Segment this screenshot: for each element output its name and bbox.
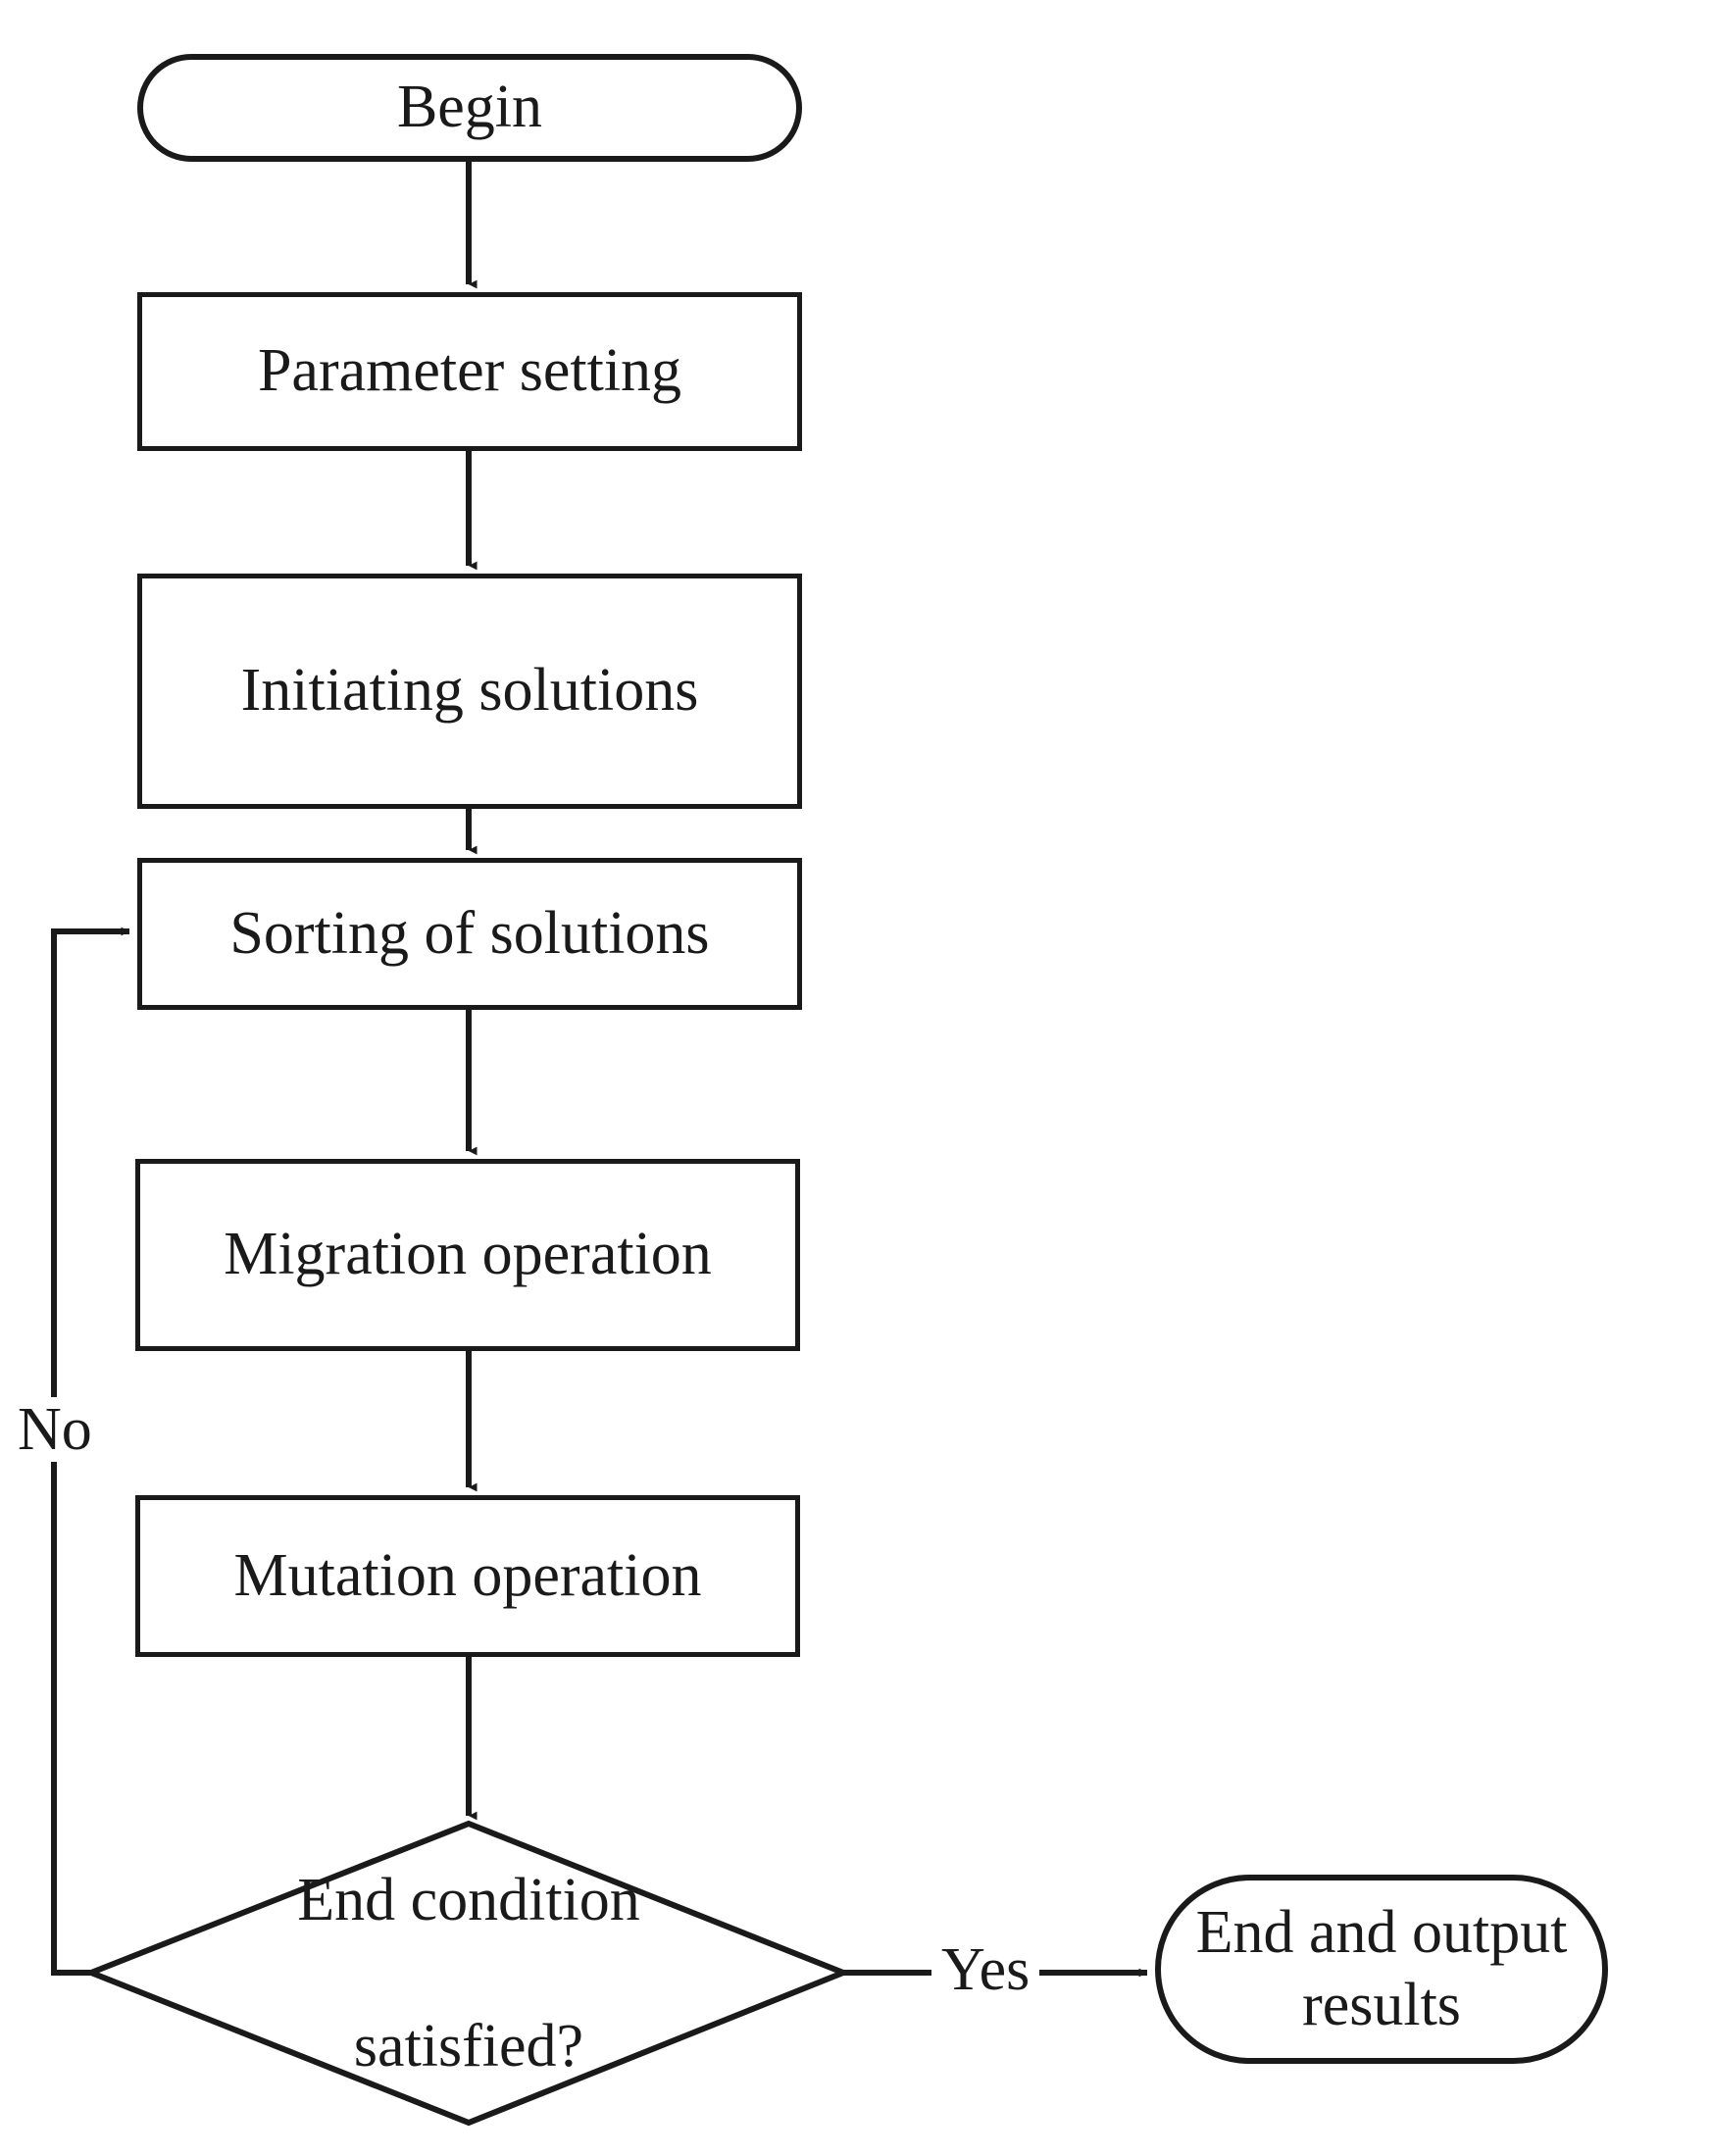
node-end-condition-decision-line1: End condition xyxy=(297,1866,640,1933)
node-initiating-solutions[interactable]: Initiating solutions xyxy=(137,574,802,809)
node-mutation-operation[interactable]: Mutation operation xyxy=(135,1495,800,1657)
node-end-condition-decision[interactable]: End condition satisfied? xyxy=(196,1843,741,2103)
node-end-and-output-results-line2: results xyxy=(1302,1971,1461,2038)
node-end-condition-decision-line2: satisfied? xyxy=(353,2012,584,2080)
node-sorting-of-solutions-label: Sorting of solutions xyxy=(229,899,710,967)
node-parameter-setting-label: Parameter setting xyxy=(257,337,682,405)
edge-label-yes: Yes xyxy=(931,1939,1040,2000)
node-sorting-of-solutions[interactable]: Sorting of solutions xyxy=(137,858,802,1010)
node-migration-operation-label: Migration operation xyxy=(224,1221,712,1288)
node-begin[interactable]: Begin xyxy=(137,54,802,162)
node-end-condition-decision-label: End condition satisfied? xyxy=(297,1791,640,2156)
node-mutation-operation-label: Mutation operation xyxy=(233,1541,702,1609)
node-initiating-solutions-label: Initiating solutions xyxy=(240,657,699,725)
node-begin-label: Begin xyxy=(396,74,543,141)
node-migration-operation[interactable]: Migration operation xyxy=(135,1159,800,1351)
node-end-and-output-results-line1: End and output xyxy=(1195,1899,1568,1967)
node-end-and-output-results[interactable]: End and output results xyxy=(1155,1875,1608,2064)
edge-label-no: No xyxy=(14,1397,96,1462)
node-parameter-setting[interactable]: Parameter setting xyxy=(137,292,802,451)
